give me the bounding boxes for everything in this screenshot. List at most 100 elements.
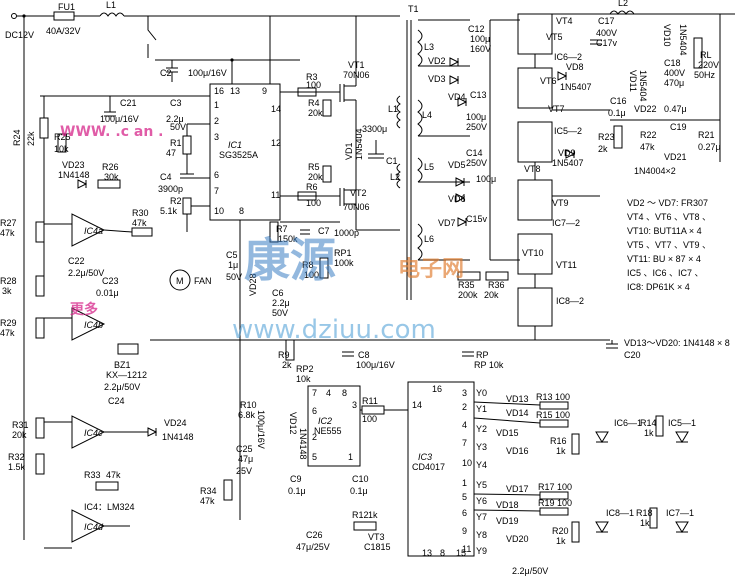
ic3-ref: IC3 [418, 452, 432, 462]
ic3-pin: 2 [462, 402, 467, 412]
c5-ref: C5 [226, 250, 238, 260]
ic6-1: IC6—1 [614, 418, 642, 428]
vd4-ref: VD4 [448, 92, 466, 102]
output-stage: L2 C17 400V C17v VD10 1N5404 VD11 1N5404… [552, 0, 735, 176]
r36-ref: R36 [488, 280, 505, 290]
c17-ref: C17 [598, 16, 615, 26]
c4-ref: C4 [160, 172, 172, 182]
c2-ref: C2 [160, 68, 172, 78]
vd12-ref: VD12 [288, 412, 298, 435]
ic3-y2: Y2 [476, 424, 487, 434]
rp1-ref: RP1 [334, 248, 352, 258]
r17-label: R17 100 [538, 482, 572, 492]
r16-ref: R16 [550, 436, 567, 446]
vd11-value: 1N5404 [638, 70, 648, 102]
l2-ref: L2 [390, 172, 400, 182]
vd14-ref: VD14 [506, 408, 529, 418]
r18-value: 1k [640, 518, 650, 528]
l6-ref: L6 [424, 234, 434, 244]
vt5-ref: VT5 [546, 32, 563, 42]
fuse-value: 40A/32V [46, 26, 81, 36]
ic2-pin: 4 [326, 388, 331, 398]
r31-ref: R31 [12, 420, 29, 430]
ic3-pin: 11 [462, 544, 471, 554]
r5-value: 20k [308, 172, 323, 182]
r23-ref: R23 [598, 132, 615, 142]
c21-ref: C21 [120, 98, 137, 108]
r10-ref: R10 [240, 400, 257, 410]
power-switch [147, 16, 157, 58]
r7-ref: R7 [276, 224, 288, 234]
r26-value: 30k [104, 172, 119, 182]
c4-value: 3900p [158, 184, 183, 194]
t1-ref: T1 [408, 4, 419, 14]
rp1-value: 100k [334, 258, 354, 268]
parts-line: VT4 、VT6 、VT8 、 [627, 212, 711, 222]
vd23-value: 1N4148 [58, 170, 90, 180]
ic1-pin: 13 [230, 86, 240, 96]
ic1-sg3525a: IC1 SG3525A 16 13 9 1 2 3 6 7 10 8 14 12… [209, 83, 281, 221]
r35-value: 200k [458, 290, 478, 300]
c18-ref: C18 [664, 58, 681, 68]
ic5-2: IC5—2 [554, 126, 582, 136]
ic1-pin: 2 [214, 116, 219, 126]
r19-label: R19 100 [538, 498, 572, 508]
r14-ref: R14 [640, 418, 657, 428]
ic3-pin: 6 [462, 508, 467, 518]
c7-ref: C7 [318, 226, 330, 236]
ic4d-ref: IC4d [84, 522, 104, 532]
power-input: DC12V FU1 40A/32V L1 [5, 0, 400, 540]
ic3-y5: Y5 [476, 480, 487, 490]
r9-ref: R9 [278, 350, 290, 360]
c16-value: 0.1μ [608, 108, 626, 118]
ic2-ne555: IC2 NE555 7 4 8 3 6 2 5 1 R9 2k RP2 10k … [150, 339, 504, 552]
diodes-note: 2.2μ/50V [512, 566, 548, 576]
ic2-pin: 2 [312, 432, 317, 442]
r8-ref: R8 [302, 260, 314, 270]
r33-ref: R33 [84, 470, 101, 480]
r15-label: R15 100 [536, 410, 570, 420]
ic3-y6: Y6 [476, 496, 487, 506]
fuse-ref: FU1 [58, 2, 75, 12]
r22-value: 47k [640, 142, 655, 152]
c20-ref: VD13～VD20: 1N4148 × 8 [624, 338, 730, 348]
c17-voltage: C17v [596, 38, 618, 48]
ic3-y8: Y8 [476, 530, 487, 540]
ic1-pin: 6 [214, 170, 219, 180]
rp-label: 100μ/16V [256, 410, 266, 449]
c3-ref: C3 [170, 98, 182, 108]
c25-voltage: 25V [236, 466, 252, 476]
c26-ref: C26 [306, 530, 323, 540]
ic3-part: CD4017 [412, 462, 445, 472]
vd11-ref: VD11 [628, 70, 638, 92]
c2: C2 100μ/16V [160, 60, 227, 82]
c9-ref: C9 [290, 474, 302, 484]
vd3-ref: VD3 [428, 74, 446, 84]
r11-value: 100 [362, 414, 377, 424]
vd10-value: 1N5404 [678, 24, 688, 56]
c6-voltage: 50V [272, 308, 288, 318]
c8-ref: C8 [358, 350, 370, 360]
c13-voltage: 250V [466, 122, 487, 132]
c7-value: 1000p [334, 228, 359, 238]
ic2-pin: 6 [312, 406, 317, 416]
left-resistors: R24 22k R25 10k VD23 1N4148 R26 30k R27 … [0, 96, 233, 512]
r2-ref: R2 [170, 196, 182, 206]
r14-value: 1k [644, 428, 654, 438]
r2-value: 5.1k [160, 206, 178, 216]
r20-ref: R20 [552, 526, 569, 536]
watermark-pink: 更多 [70, 301, 98, 318]
h-bridge: VT4 VT5 IC6—2 VT6 VT7 IC5—2 VT8 VT9 IC7—… [457, 13, 610, 341]
ic2-pin: 5 [312, 452, 317, 462]
bz1-ref: BZ1 [114, 360, 131, 370]
r5-ref: R5 [308, 162, 320, 172]
ic1-pin: 14 [271, 104, 281, 114]
r32-value: 1.5k [8, 462, 26, 472]
parts-line: IC8: DP61K × 4 [627, 282, 690, 292]
ic3-cd4017: IC3 CD4017 16 14 13 8 15 3 2 4 7 10 1 5 … [407, 381, 487, 558]
r36-value: 20k [484, 290, 499, 300]
vd21-ref: VD21 [664, 152, 687, 162]
r28-ref: R28 [0, 276, 17, 286]
gate-drive: R3 100 R4 20k R5 20k R6 100 VT1 70N06 VT… [280, 16, 401, 231]
